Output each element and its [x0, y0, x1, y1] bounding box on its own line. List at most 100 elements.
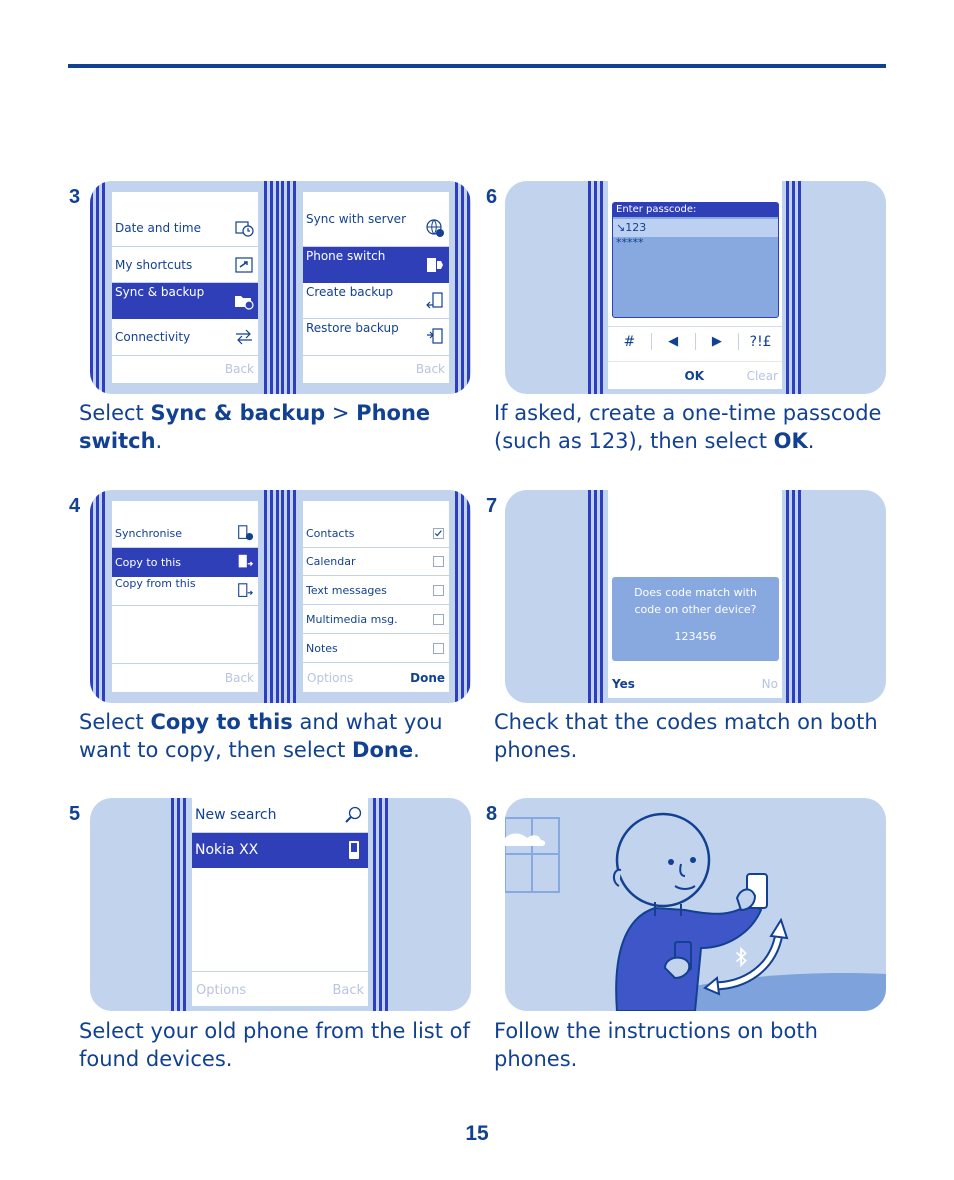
step-6-illustration: Enter passcode: ↘123 ***** # ◀ ▶ ?!£ OK …: [505, 181, 886, 394]
code-confirmation-screen: Does code match with code on other devic…: [608, 490, 782, 698]
step-6-caption: If asked, create a one-time passcode (su…: [494, 401, 882, 453]
checklist-item-multimedia[interactable]: Multimedia msg.: [303, 605, 449, 634]
no-softkey[interactable]: No: [761, 677, 778, 691]
code-match-dialog: Does code match with code on other devic…: [612, 577, 779, 661]
connectivity-arrows-icon: [236, 329, 252, 345]
sync-folder-icon: [235, 296, 254, 310]
ok-softkey[interactable]: OK: [684, 368, 705, 383]
phone-icon: [349, 841, 359, 859]
menu-item-restore-backup[interactable]: Restore backup: [303, 319, 449, 356]
checklist-item-contacts[interactable]: Contacts: [303, 519, 449, 548]
options-softkey[interactable]: Options: [307, 671, 354, 685]
softkey-bar: Back: [303, 355, 449, 383]
sync-backup-menu-screen: Sync with server Phone switch Create bac…: [303, 192, 449, 383]
back-softkey[interactable]: Back: [332, 982, 364, 998]
create-backup-icon: [426, 292, 443, 309]
search-icon: [345, 806, 362, 823]
softkey-bar: Options Done: [303, 664, 449, 692]
checklist-item-notes[interactable]: Notes: [303, 634, 449, 663]
dialog-question-line1: Does code match with: [634, 586, 757, 599]
arrow-left-key[interactable]: ◀: [652, 333, 696, 350]
step-3-illustration: Date and time My shortcuts Sync & backup…: [90, 181, 471, 394]
device-item-nokia-xx[interactable]: Nokia XX: [192, 833, 368, 868]
phone-edge: [90, 181, 106, 394]
menu-item-my-shortcuts[interactable]: My shortcuts: [112, 247, 258, 283]
step-8-number: 8: [486, 803, 498, 825]
menu-item-sync-backup[interactable]: Sync & backup: [112, 283, 258, 319]
clock-calendar-icon: [235, 221, 254, 237]
step-7-caption: Check that the codes match on both phone…: [494, 710, 878, 762]
phone-edge: [90, 490, 106, 703]
phone-switch-icon: [427, 258, 443, 272]
phone-edge: [373, 798, 389, 1011]
yes-softkey[interactable]: Yes: [612, 677, 635, 691]
step-4-number: 4: [69, 495, 81, 517]
softkey-bar: Back: [112, 664, 258, 692]
menu-item-phone-switch[interactable]: Phone switch: [303, 247, 449, 283]
step-4-illustration: Synchronise Copy to this Copy from this …: [90, 490, 471, 703]
checklist-item-text-messages[interactable]: Text messages: [303, 576, 449, 605]
phone-edge: [455, 490, 471, 703]
checkbox-unchecked[interactable]: [433, 613, 444, 625]
phone-sync-icon: [238, 525, 254, 541]
confirmation-code: 123456: [674, 630, 717, 643]
person-with-phones-illustration: [505, 812, 886, 1011]
window-drawing: [505, 817, 560, 893]
phone-edge: [264, 181, 280, 394]
menu-item-connectivity[interactable]: Connectivity: [112, 319, 258, 356]
step-7-illustration: Does code match with code on other devic…: [505, 490, 886, 703]
passcode-dialog: Enter passcode: ↘123 *****: [612, 202, 779, 318]
symbols-key[interactable]: ?!£: [749, 333, 772, 350]
checkbox-unchecked[interactable]: [433, 642, 444, 654]
restore-backup-icon: [427, 328, 443, 344]
phone-edge: [281, 181, 297, 394]
hash-key[interactable]: #: [608, 333, 652, 350]
menu-item-copy-to-this[interactable]: Copy to this: [112, 548, 258, 577]
done-softkey[interactable]: Done: [410, 671, 445, 685]
dialog-question-line2: code on other device?: [634, 603, 757, 616]
step-3-number: 3: [69, 186, 81, 208]
menu-item-synchronise[interactable]: Synchronise: [112, 519, 258, 548]
shortcut-icon: [235, 256, 253, 273]
checkbox-checked[interactable]: [433, 527, 444, 539]
empty-list-area: [112, 606, 258, 664]
empty-list-area: [192, 868, 368, 972]
menu-item-copy-from-this[interactable]: Copy from this: [112, 577, 258, 606]
masked-passcode: *****: [616, 236, 644, 249]
step-4-caption: Select Copy to this and what you want to…: [79, 710, 443, 762]
step-8-caption: Follow the instructions on both phones.: [494, 1019, 818, 1071]
phone-switch-options-screen: Synchronise Copy to this Copy from this …: [112, 501, 258, 692]
softkey-bar: OK Clear: [608, 361, 782, 389]
menu-item-sync-with-server[interactable]: Sync with server: [303, 210, 449, 247]
checkbox-unchecked[interactable]: [433, 556, 444, 567]
copy-to-phone-icon: [238, 554, 254, 568]
new-search-item[interactable]: New search: [192, 798, 368, 833]
content-selection-screen: Contacts Calendar Text messages Multimed…: [303, 501, 449, 692]
settings-menu-screen: Date and time My shortcuts Sync & backup…: [112, 192, 258, 383]
softkey-bar: Back: [112, 355, 258, 383]
passcode-dialog-header: Enter passcode:: [613, 203, 778, 217]
menu-item-create-backup[interactable]: Create backup: [303, 283, 449, 319]
step-5-illustration: New search Nokia XX Options Back: [90, 798, 471, 1011]
phone-edge: [588, 490, 604, 703]
arrow-right-key[interactable]: ▶: [696, 333, 740, 350]
clear-softkey[interactable]: Clear: [746, 368, 778, 383]
bluetooth-icon: [735, 946, 747, 968]
copy-from-phone-icon: [238, 583, 253, 597]
options-softkey[interactable]: Options: [196, 982, 247, 998]
back-softkey[interactable]: Back: [224, 671, 254, 685]
back-softkey[interactable]: Back: [415, 362, 445, 376]
passcode-input[interactable]: ↘123: [613, 219, 778, 237]
step-5-caption: Select your old phone from the list of f…: [79, 1019, 470, 1071]
back-softkey[interactable]: Back: [224, 362, 254, 376]
header-rule: [68, 64, 886, 68]
menu-item-date-and-time[interactable]: Date and time: [112, 210, 258, 247]
checklist-item-calendar[interactable]: Calendar: [303, 548, 449, 576]
softkey-bar: Yes No: [608, 670, 782, 698]
phone-edge: [264, 490, 280, 703]
phone-edge: [281, 490, 297, 703]
phone-edge: [455, 181, 471, 394]
checkbox-unchecked[interactable]: [433, 584, 444, 596]
phone-edge: [786, 181, 802, 394]
page-number: 15: [465, 1122, 489, 1145]
